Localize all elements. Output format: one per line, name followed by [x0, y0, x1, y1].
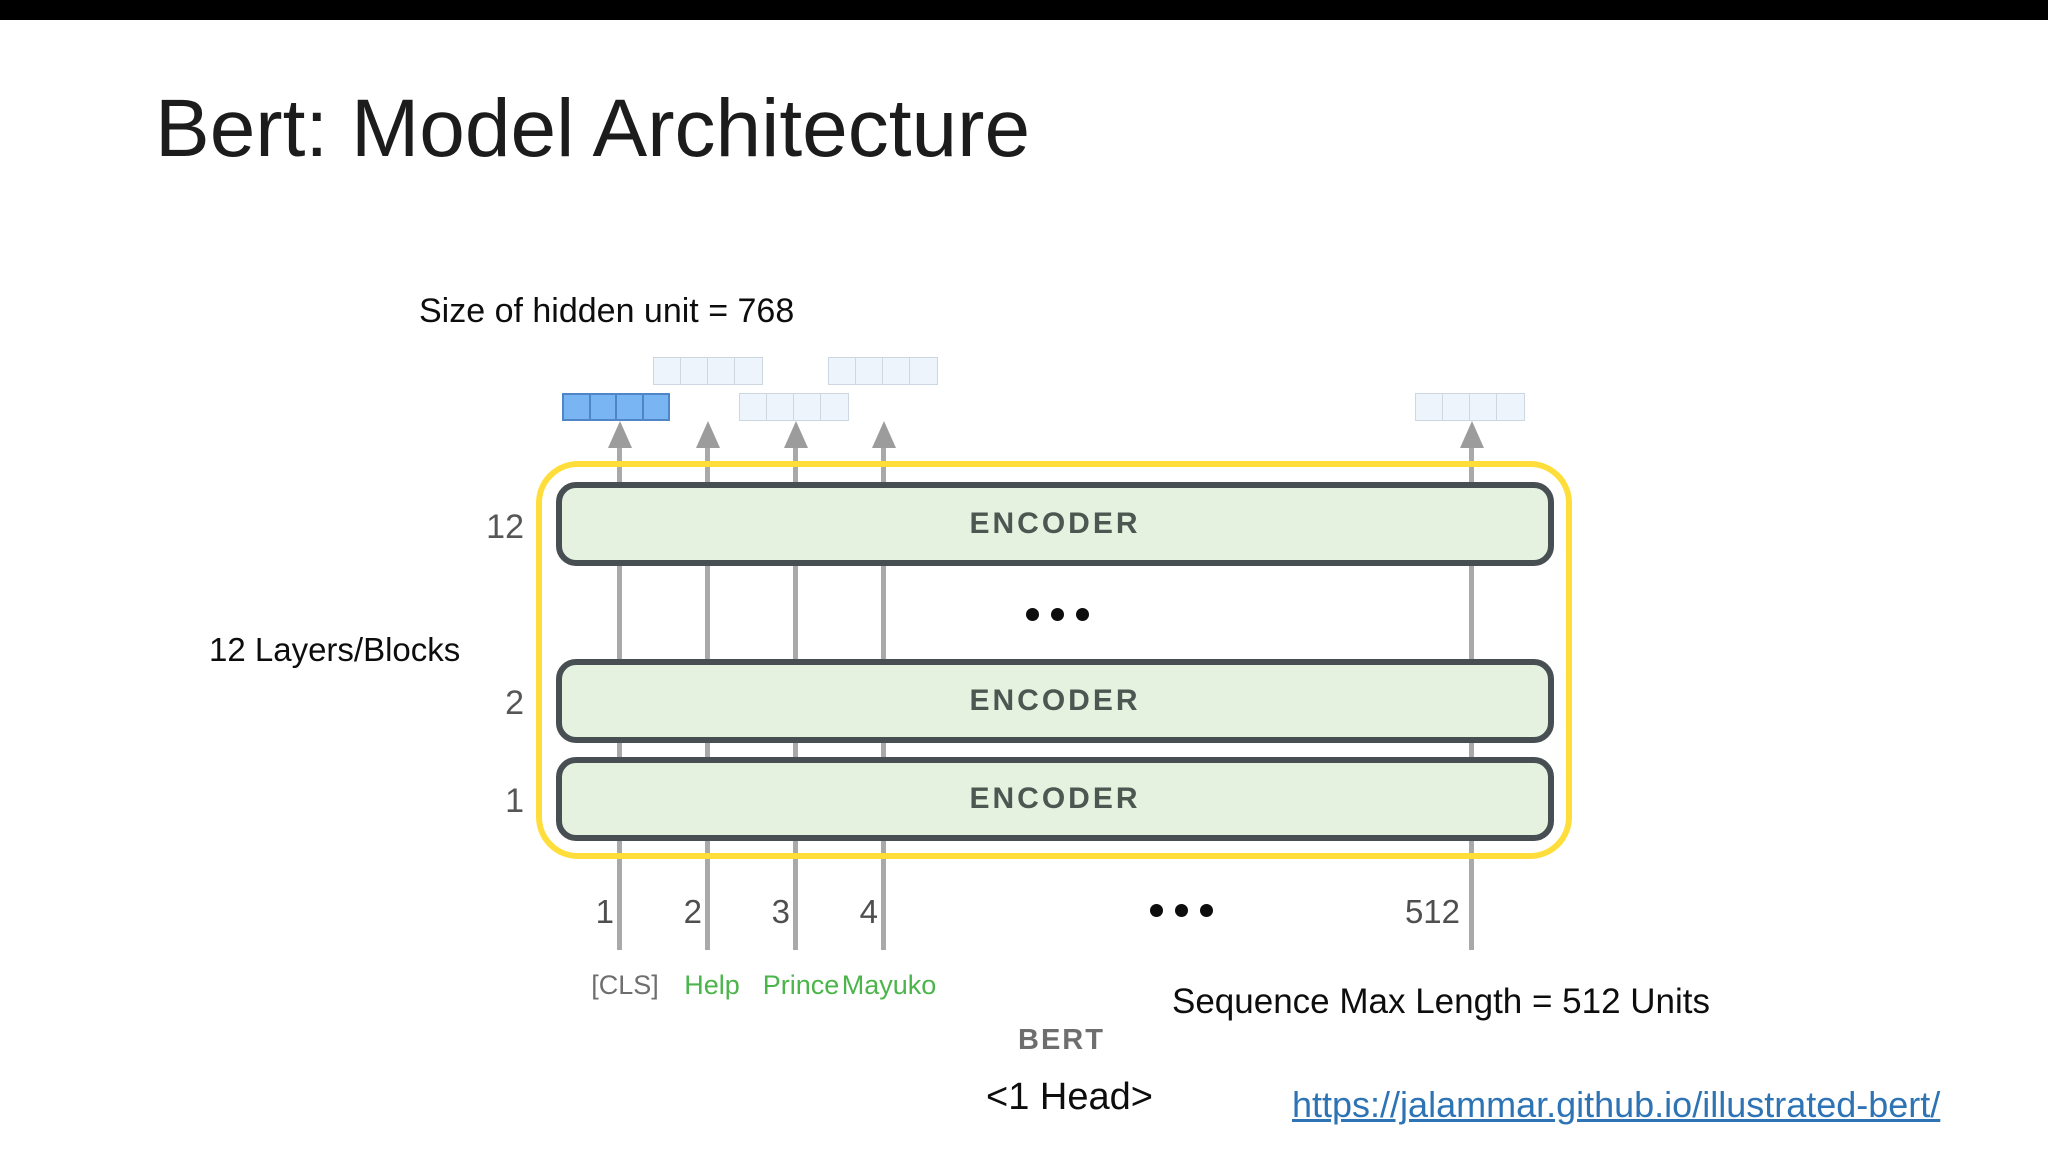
- up-arrow-icon: [696, 421, 720, 448]
- hidden-vector: [739, 393, 849, 421]
- sequence-length-note: Sequence Max Length = 512 Units: [1172, 982, 1711, 1021]
- reference-link[interactable]: https://jalammar.github.io/illustrated-b…: [1292, 1084, 1941, 1125]
- layers-ellipsis-icon: [1026, 608, 1089, 621]
- positions-ellipsis-icon: [1150, 904, 1213, 917]
- up-arrow-icon: [872, 421, 896, 448]
- token-cls: [CLS]: [591, 970, 659, 1000]
- position-number-512: 512: [1404, 893, 1460, 930]
- top-black-bar: [0, 0, 2048, 20]
- up-arrow-icon: [784, 421, 808, 448]
- position-number-2: 2: [683, 893, 702, 930]
- hidden-vector: [828, 357, 938, 385]
- token-help: Help: [684, 970, 740, 1000]
- bert-model-label: BERT: [1018, 1024, 1105, 1056]
- encoder-index-1: 1: [505, 782, 524, 820]
- up-arrow-icon: [1460, 421, 1484, 448]
- encoder-block-12: ENCODER: [556, 482, 1554, 566]
- hidden-unit-note: Size of hidden unit = 768: [419, 292, 795, 330]
- token-mayuko: Mayuko: [841, 970, 937, 1000]
- slide-title: Bert: Model Architecture: [155, 83, 1031, 174]
- encoder-label: ENCODER: [969, 782, 1141, 815]
- hidden-vector: [1415, 393, 1525, 421]
- position-number-3: 3: [771, 893, 790, 930]
- head-count-note: <1 Head>: [986, 1076, 1153, 1118]
- hidden-vector: [653, 357, 763, 385]
- up-arrow-icon: [608, 421, 632, 448]
- encoder-label: ENCODER: [969, 684, 1141, 717]
- bert-outline-box: [536, 461, 1572, 859]
- token-prince: Prince: [762, 970, 840, 1000]
- cls-output-vector: [562, 393, 670, 421]
- encoder-index-2: 2: [505, 684, 524, 722]
- encoder-block-2: ENCODER: [556, 659, 1554, 743]
- position-number-1: 1: [595, 893, 614, 930]
- encoder-block-1: ENCODER: [556, 757, 1554, 841]
- encoder-label: ENCODER: [969, 507, 1141, 540]
- layers-note: 12 Layers/Blocks: [209, 631, 461, 668]
- encoder-index-12: 12: [486, 508, 524, 546]
- position-number-4: 4: [859, 893, 878, 930]
